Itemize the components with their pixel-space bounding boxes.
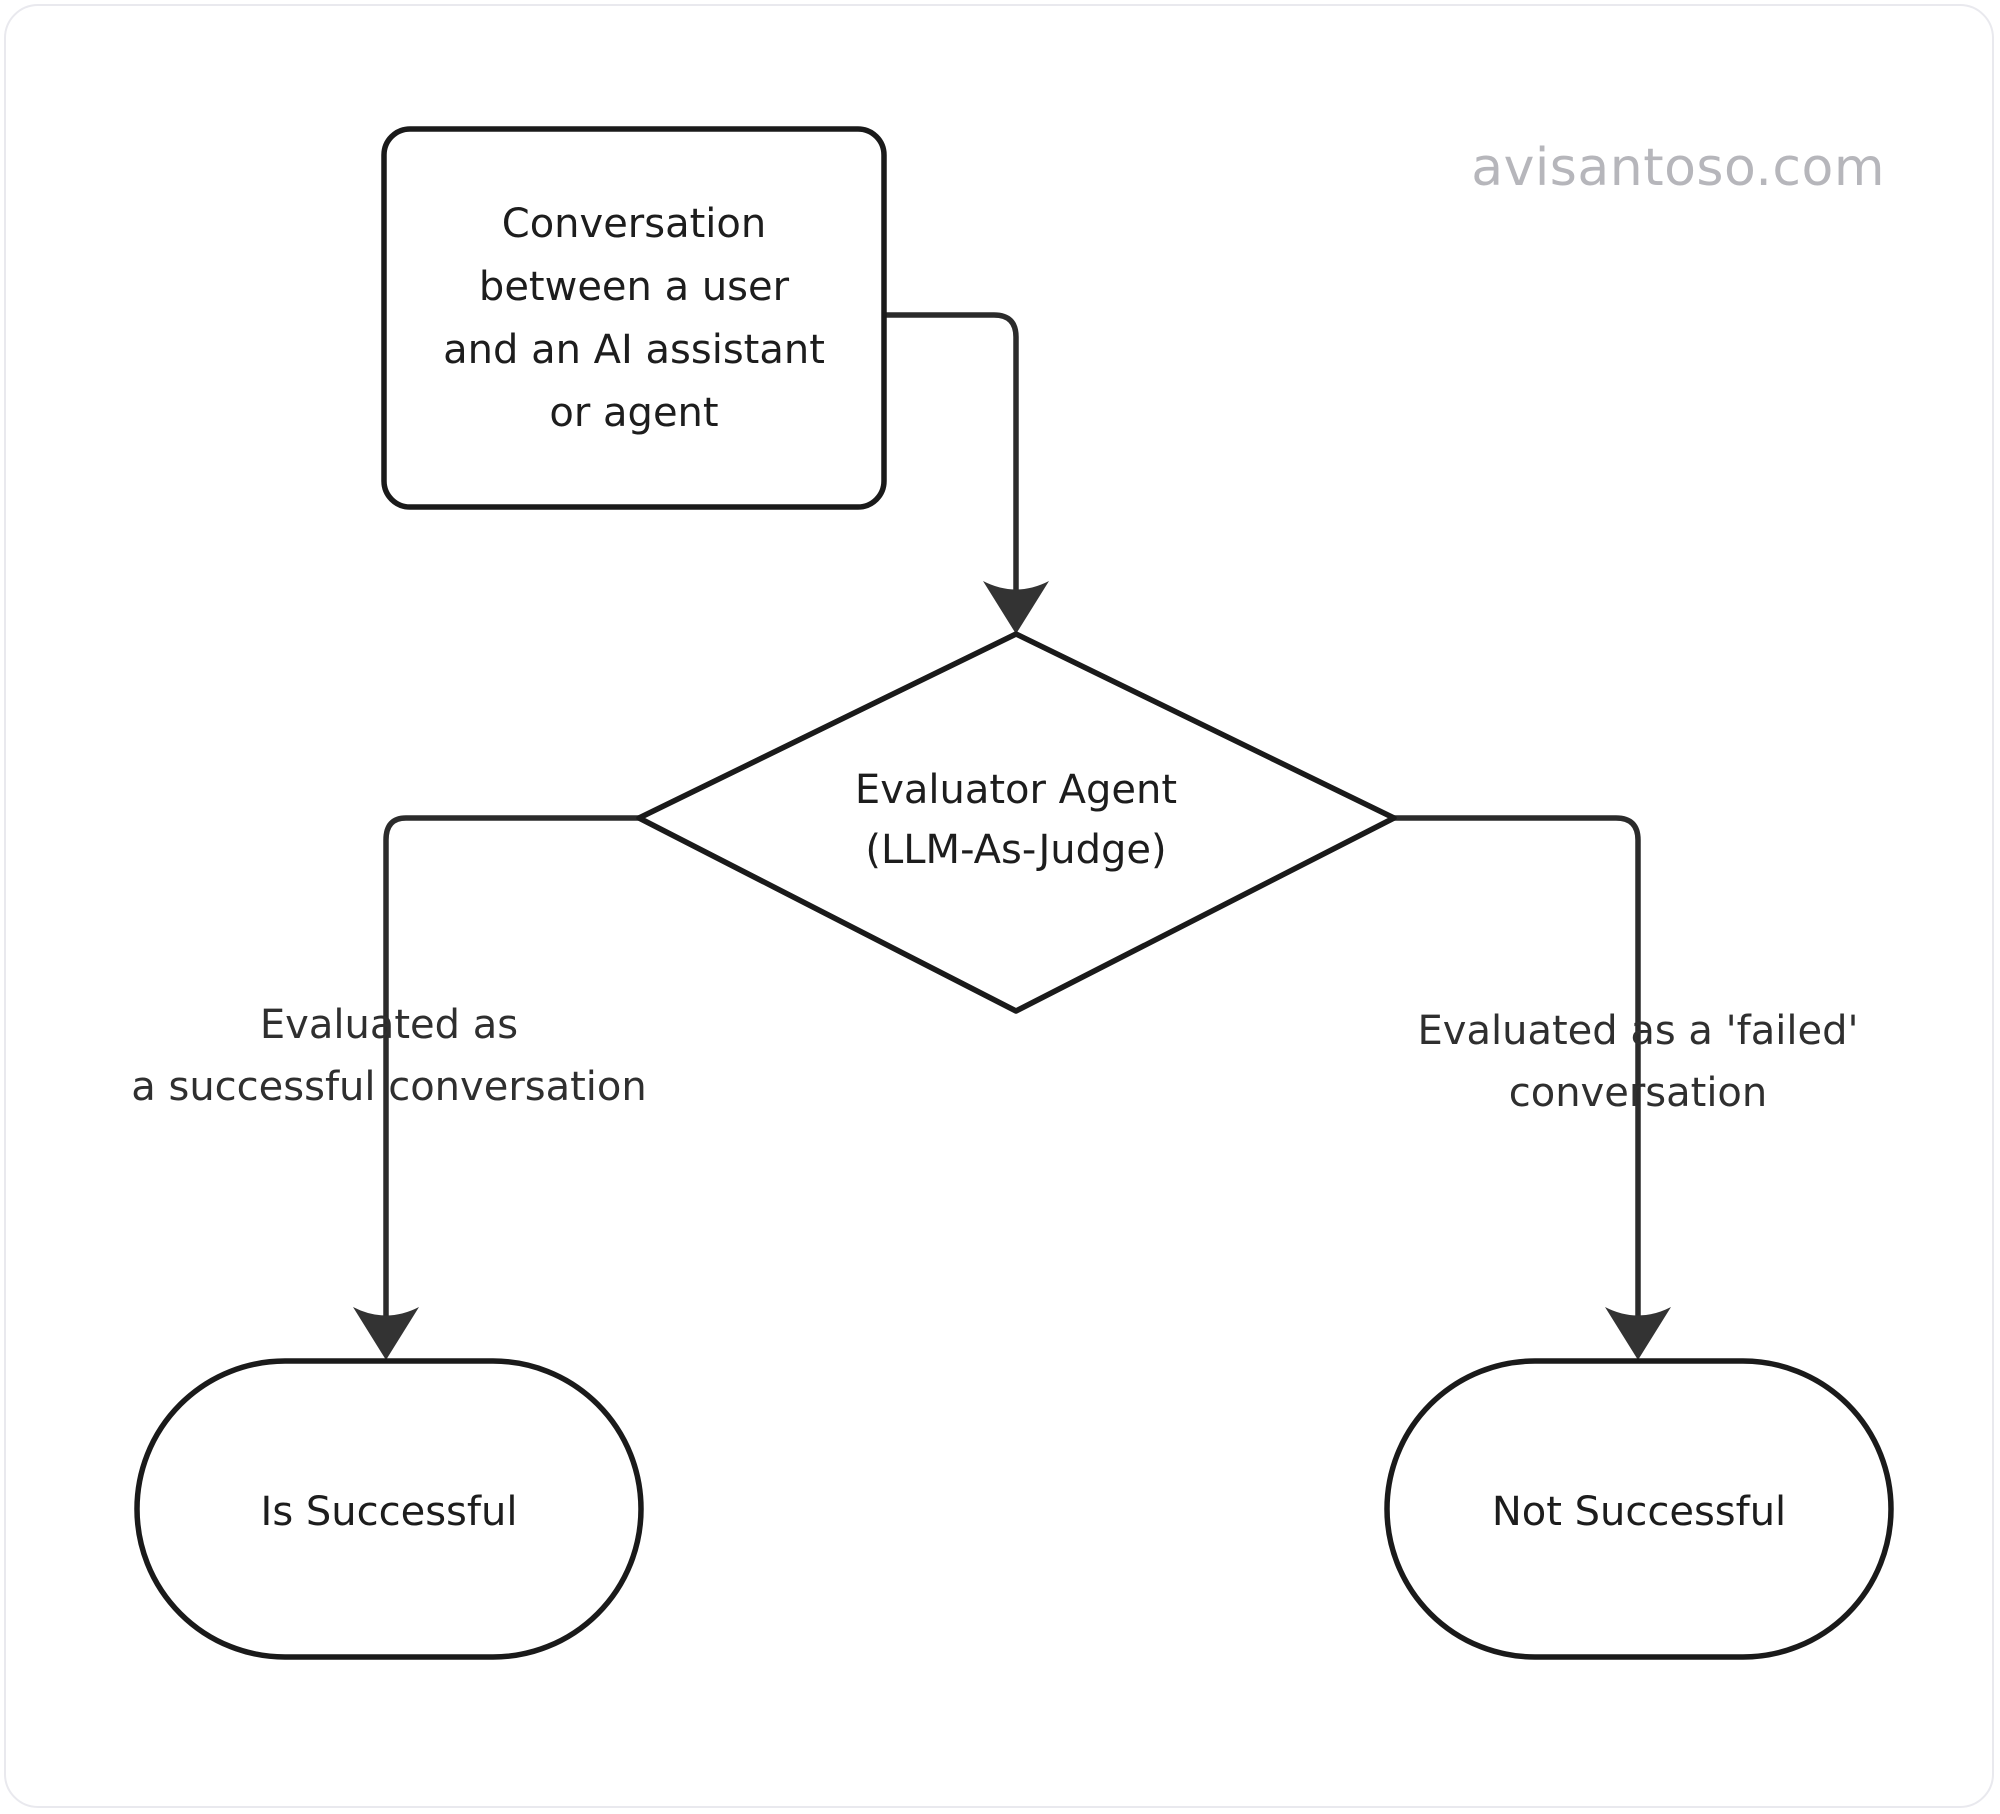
node-conversation-line-3: and an AI assistant bbox=[443, 327, 825, 373]
node-evaluator-line-1: Evaluator Agent bbox=[855, 767, 1177, 813]
edge-label-evaluator-to-not-successful: Evaluated as a 'failed' conversation bbox=[1418, 1008, 1859, 1116]
edge-path-evaluator-to-not-successful bbox=[1394, 815, 1641, 1328]
watermark-label: avisantoso.com bbox=[1471, 138, 1885, 198]
node-is-successful[interactable]: Is Successful bbox=[134, 1358, 644, 1660]
edge-evaluator-to-not-successful bbox=[1394, 815, 1671, 1360]
edge-label-right-line-1: Evaluated as a 'failed' bbox=[1418, 1008, 1859, 1054]
edge-evaluator-to-is-successful bbox=[353, 815, 639, 1360]
node-not-successful-label: Not Successful bbox=[1492, 1489, 1786, 1535]
node-is-successful-shape[interactable] bbox=[134, 1358, 644, 1660]
node-evaluator[interactable]: Evaluator Agent (LLM-As-Judge) bbox=[636, 631, 1397, 1014]
edge-label-left-line-1: Evaluated as bbox=[260, 1002, 518, 1048]
node-not-successful[interactable]: Not Successful bbox=[1384, 1358, 1894, 1660]
node-conversation-line-2: between a user bbox=[479, 264, 790, 310]
node-not-successful-shape[interactable] bbox=[1384, 1358, 1894, 1660]
edge-label-left-line-2: a successful conversation bbox=[131, 1064, 646, 1110]
node-is-successful-label: Is Successful bbox=[261, 1489, 518, 1535]
arrowhead-icon-to-not-successful bbox=[1605, 1307, 1671, 1360]
diagram-canvas: Conversation between a user and an AI as… bbox=[4, 4, 1994, 1808]
edge-path-conversation-to-evaluator bbox=[884, 312, 1019, 602]
flowchart-svg: Conversation between a user and an AI as… bbox=[131, 126, 1894, 1660]
node-conversation-line-1: Conversation bbox=[502, 201, 766, 247]
arrowhead-icon-to-is-successful bbox=[353, 1307, 419, 1360]
edge-conversation-to-evaluator bbox=[884, 312, 1049, 634]
edge-path-evaluator-to-is-successful bbox=[383, 815, 639, 1328]
node-evaluator-line-2: (LLM-As-Judge) bbox=[865, 827, 1166, 873]
node-conversation[interactable]: Conversation between a user and an AI as… bbox=[381, 126, 887, 510]
edge-label-right-line-2: conversation bbox=[1509, 1070, 1768, 1116]
node-conversation-shape[interactable] bbox=[381, 126, 887, 510]
node-conversation-line-4: or agent bbox=[549, 390, 718, 436]
edge-label-evaluator-to-is-successful: Evaluated as a successful conversation bbox=[131, 1002, 646, 1110]
node-evaluator-shape[interactable] bbox=[636, 631, 1397, 1014]
arrowhead-icon-to-evaluator bbox=[983, 581, 1049, 634]
